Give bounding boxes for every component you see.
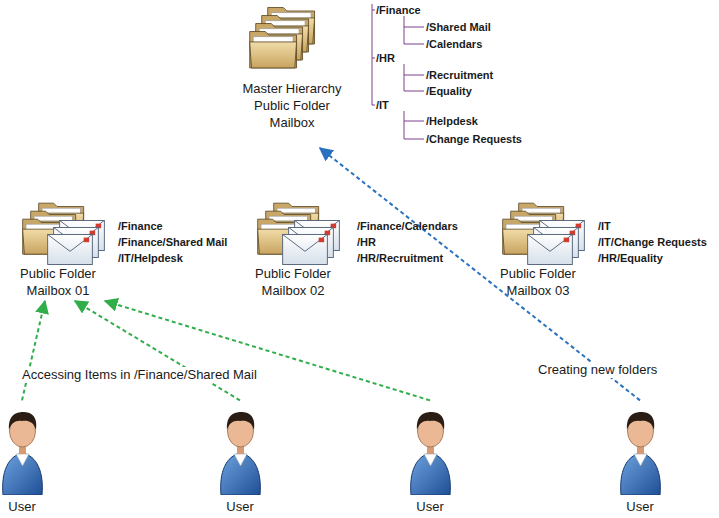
folder-path: /HR/Recruitment [357, 252, 443, 265]
node-caption: Public Folder Mailbox 03 [485, 265, 591, 299]
dashed-connector [105, 301, 430, 400]
folder-path: /Finance [376, 4, 421, 17]
folder-path: /Equality [426, 85, 472, 98]
mailbox-icon [503, 203, 585, 264]
node-caption: Public Folder Mailbox 01 [5, 265, 111, 299]
folder-path: /Recruitment [426, 69, 493, 82]
folder-path: /Helpdesk [426, 115, 478, 128]
icon-part [621, 412, 661, 495]
folder-path: /IT [376, 99, 389, 112]
icon-part [221, 412, 261, 495]
user: User [0, 398, 52, 517]
node-caption: Master Hierarchy Public Folder Mailbox [238, 80, 346, 131]
icon-part [3, 412, 43, 495]
icon-part [404, 111, 424, 139]
mailbox-icon [23, 203, 105, 264]
public-folder-mailbox: Public Folder Mailbox 01/Finance/Finance… [5, 195, 215, 301]
node-caption: User [400, 498, 460, 515]
icon-part [283, 234, 328, 264]
edge-label: Accessing Items in /Finance/Shared Mail [20, 367, 259, 383]
node-caption: User [210, 498, 270, 515]
public-folder-mailbox: Public Folder Mailbox 02/Finance/Calenda… [240, 195, 455, 301]
edge-label: Creating new folders [536, 362, 659, 378]
folder-stack-icon [250, 8, 315, 68]
mailbox-icon [258, 203, 340, 264]
user: User [610, 398, 670, 517]
folder-path: /HR [376, 52, 395, 65]
folder-path: /IT/Helpdesk [118, 252, 183, 265]
icon-part [404, 64, 424, 91]
folder-path: /Shared Mail [426, 21, 491, 34]
master-hierarchy-mailbox: Master Hierarchy Public Folder Mailbox/F… [238, 0, 538, 148]
folder-path: /Calendars [426, 38, 482, 51]
icon-part [404, 16, 424, 44]
user-icon [3, 412, 661, 495]
icon-part [528, 234, 573, 264]
folder-path: /Change Requests [426, 133, 522, 146]
icon-part [411, 412, 451, 495]
public-folder-mailbox: Public Folder Mailbox 03/IT/IT/Change Re… [485, 195, 715, 301]
icon-part [48, 234, 93, 264]
dashed-connector [22, 301, 45, 400]
folder-path: /HR/Equality [598, 252, 663, 265]
folder-path: /IT [598, 220, 611, 233]
user: User [400, 398, 460, 517]
folder-path: /Finance/Shared Mail [118, 236, 227, 249]
dashed-connector [75, 301, 240, 400]
node-caption: Public Folder Mailbox 02 [240, 265, 346, 299]
user: User [210, 398, 270, 517]
folder-path: /HR [357, 236, 376, 249]
icon-part [250, 32, 297, 68]
folder-path: /IT/Change Requests [598, 236, 707, 249]
node-caption: User [0, 498, 52, 515]
tree-lines [372, 4, 424, 139]
folder-path: /Finance/Calendars [357, 220, 458, 233]
node-caption: User [610, 498, 670, 515]
folder-path: /Finance [118, 220, 163, 233]
icon-part [372, 4, 375, 105]
